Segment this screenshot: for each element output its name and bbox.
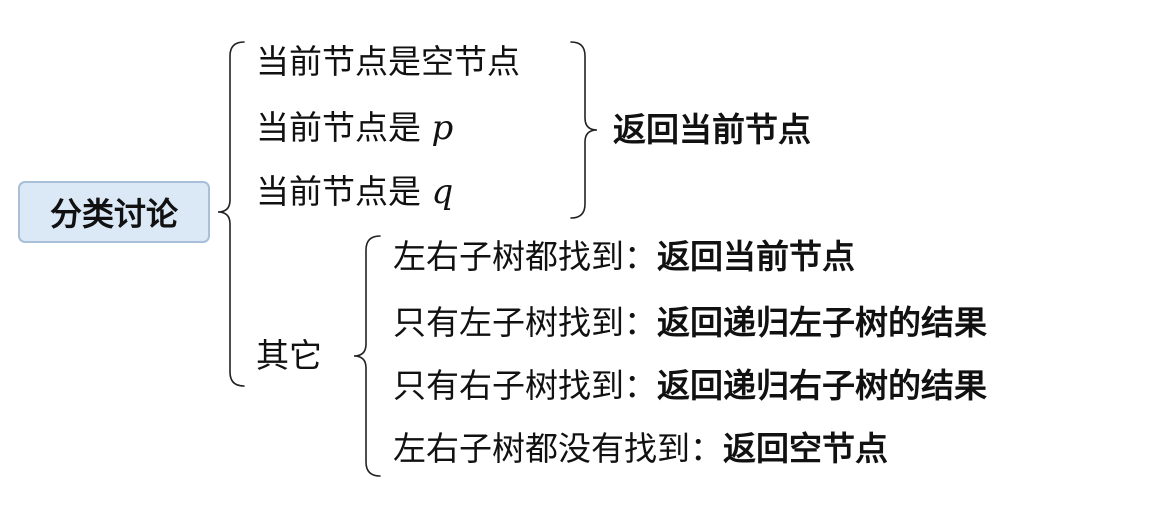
case-text: 当前节点是空节点 (256, 42, 520, 81)
main-left-brace (217, 41, 245, 387)
case-text: 当前节点是 (256, 172, 432, 211)
group1-right-brace (570, 41, 598, 219)
root-node: 分类讨论 (18, 181, 210, 243)
case-result: 返回递归右子树的结果 (657, 366, 987, 405)
group2-case-4: 左右子树都没有找到：返回空节点 (393, 429, 888, 469)
group2-left-brace (353, 235, 381, 477)
group1-case-1: 当前节点是空节点 (256, 42, 520, 82)
case-text: 当前节点是 (256, 108, 432, 147)
group1-result: 返回当前节点 (613, 110, 811, 149)
case-condition: 只有左子树找到： (393, 303, 657, 342)
case-condition: 只有右子树找到： (393, 366, 657, 405)
group2-case-1: 左右子树都找到：返回当前节点 (393, 237, 855, 277)
variable-q: q (431, 172, 454, 212)
group2-case-2: 只有左子树找到：返回递归左子树的结果 (393, 303, 987, 343)
case-result: 返回递归左子树的结果 (657, 303, 987, 342)
variable-p: p (431, 108, 454, 148)
group2-case-3: 只有右子树找到：返回递归右子树的结果 (393, 366, 987, 406)
case-condition: 左右子树都找到： (393, 237, 657, 276)
group1-case-3: 当前节点是 q (256, 172, 453, 212)
case-result: 返回空节点 (723, 429, 888, 468)
case-condition: 左右子树都没有找到： (393, 429, 723, 468)
group1-case-2: 当前节点是 p (256, 108, 453, 148)
group2-label: 其它 (256, 336, 322, 375)
case-result: 返回当前节点 (657, 237, 855, 276)
